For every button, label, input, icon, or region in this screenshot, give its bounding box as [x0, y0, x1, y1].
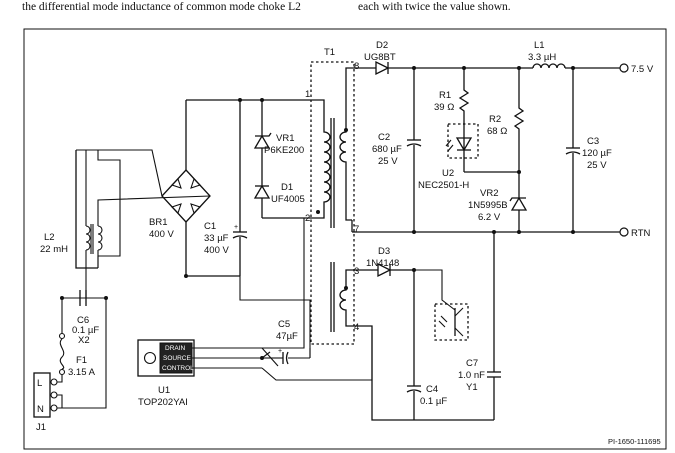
label-d1: D1: [281, 182, 293, 193]
drain-wire: [262, 217, 311, 349]
j1-l: L: [37, 378, 42, 389]
u2-opto-transistor: [434, 303, 469, 341]
u1-part: TOP202YAI: [138, 397, 188, 408]
label-u2: U2: [442, 168, 454, 179]
r1-value: 39 Ω: [434, 102, 454, 113]
label-t1: T1: [324, 47, 335, 58]
c3-value: 120 µF: [582, 148, 612, 159]
c2-voltage: 25 V: [378, 156, 398, 167]
pin-4: 4: [354, 322, 359, 333]
c1-voltage: 400 V: [204, 245, 229, 256]
schematic-frame: [23, 28, 667, 450]
c2-value: 680 µF: [372, 144, 402, 155]
t1-secondary-winding: [339, 67, 352, 221]
d1-diode: [253, 184, 271, 199]
label-c3: C3: [587, 136, 599, 147]
caption-right: each with twice the value shown.: [358, 1, 511, 13]
u2-part: NEC2501-H: [418, 180, 469, 191]
label-c6: C6: [77, 315, 89, 326]
label-br1: BR1: [149, 217, 167, 228]
label-d2: D2: [376, 40, 388, 51]
r1-resistor: [458, 68, 470, 132]
ref-number: PI-1650-111695: [608, 437, 661, 446]
label-c7: C7: [466, 358, 478, 369]
pin-8: 8: [354, 61, 359, 72]
label-l2: L2: [44, 232, 55, 243]
t1-bias-winding: [339, 269, 352, 327]
caption-left: the differential mode inductance of comm…: [22, 1, 301, 13]
label-l1: L1: [534, 40, 545, 51]
vr2-value: 6.2 V: [478, 212, 501, 223]
svg-text:+: +: [234, 224, 238, 231]
u1-source: SOURCE: [163, 355, 191, 362]
c6-value: 0.1 µF: [72, 325, 99, 336]
fuse-f1: [59, 338, 65, 370]
c3-voltage: 25 V: [587, 160, 607, 171]
label-vr2: VR2: [480, 188, 498, 199]
out-rtn-terminal: [619, 227, 629, 237]
d2-diode: [375, 60, 390, 76]
c7-value: 1.0 nF: [458, 370, 485, 381]
d1-part: UF4005: [271, 194, 305, 205]
l1-value: 3.3 µH: [528, 52, 556, 63]
l2-winding-b: [97, 225, 103, 251]
l2-winding-a: [85, 225, 91, 251]
pin-7: 7: [354, 224, 359, 235]
f1-value: 3.15 A: [68, 367, 96, 378]
transformer-t1-box: [310, 61, 355, 345]
u1-control: CONTROL: [162, 365, 194, 372]
c6-class: X2: [78, 335, 90, 346]
pin-3: 3: [354, 266, 359, 277]
c7-class: Y1: [466, 382, 478, 393]
svg-text:+: +: [278, 348, 282, 355]
j1-n: N: [37, 404, 44, 415]
label-c2: C2: [378, 132, 390, 143]
label-d3: D3: [378, 246, 390, 257]
pin-1: 1: [305, 89, 310, 100]
l1-inductor: [532, 63, 566, 69]
t1-secondary-dot: [344, 128, 348, 132]
r2-value: 68 Ω: [487, 126, 507, 137]
label-j1: J1: [36, 422, 46, 433]
label-c5: C5: [278, 319, 290, 330]
connector-j1: [33, 372, 51, 418]
u1-tab-hole: [143, 351, 157, 365]
d3-diode: [377, 262, 392, 278]
d2-part: UG8BT: [364, 52, 396, 63]
l2-value: 22 mH: [40, 244, 68, 255]
vr1-part: P6KE200: [264, 145, 304, 156]
r2-resistor: [513, 68, 525, 172]
c1-plate-bottom: [232, 235, 248, 239]
br1-value: 400 V: [149, 229, 174, 240]
output-voltage: 7.5 V: [631, 64, 654, 75]
c5-value: 47µF: [276, 331, 298, 342]
u1-drain: DRAIN: [165, 345, 186, 352]
label-r2: R2: [489, 114, 501, 125]
t1-primary-winding: [318, 99, 331, 219]
t1-bias-dot: [344, 286, 348, 290]
output-rtn: RTN: [631, 228, 650, 239]
label-vr1: VR1: [276, 133, 294, 144]
vr2-part: 1N5995B: [468, 200, 508, 211]
out-pos-terminal: [619, 63, 629, 73]
label-f1: F1: [76, 355, 87, 366]
c1-value: 33 µF: [204, 233, 229, 244]
d3-part: 1N4148: [366, 258, 399, 269]
c4-value: 0.1 µF: [420, 396, 447, 407]
t1-primary-dot: [316, 210, 320, 214]
label-u1: U1: [158, 385, 170, 396]
u2-opto-led: [447, 123, 479, 159]
vr2-zener: [510, 196, 528, 211]
label-c4: C4: [426, 384, 438, 395]
label-c1: C1: [204, 221, 216, 232]
label-r1: R1: [439, 90, 451, 101]
